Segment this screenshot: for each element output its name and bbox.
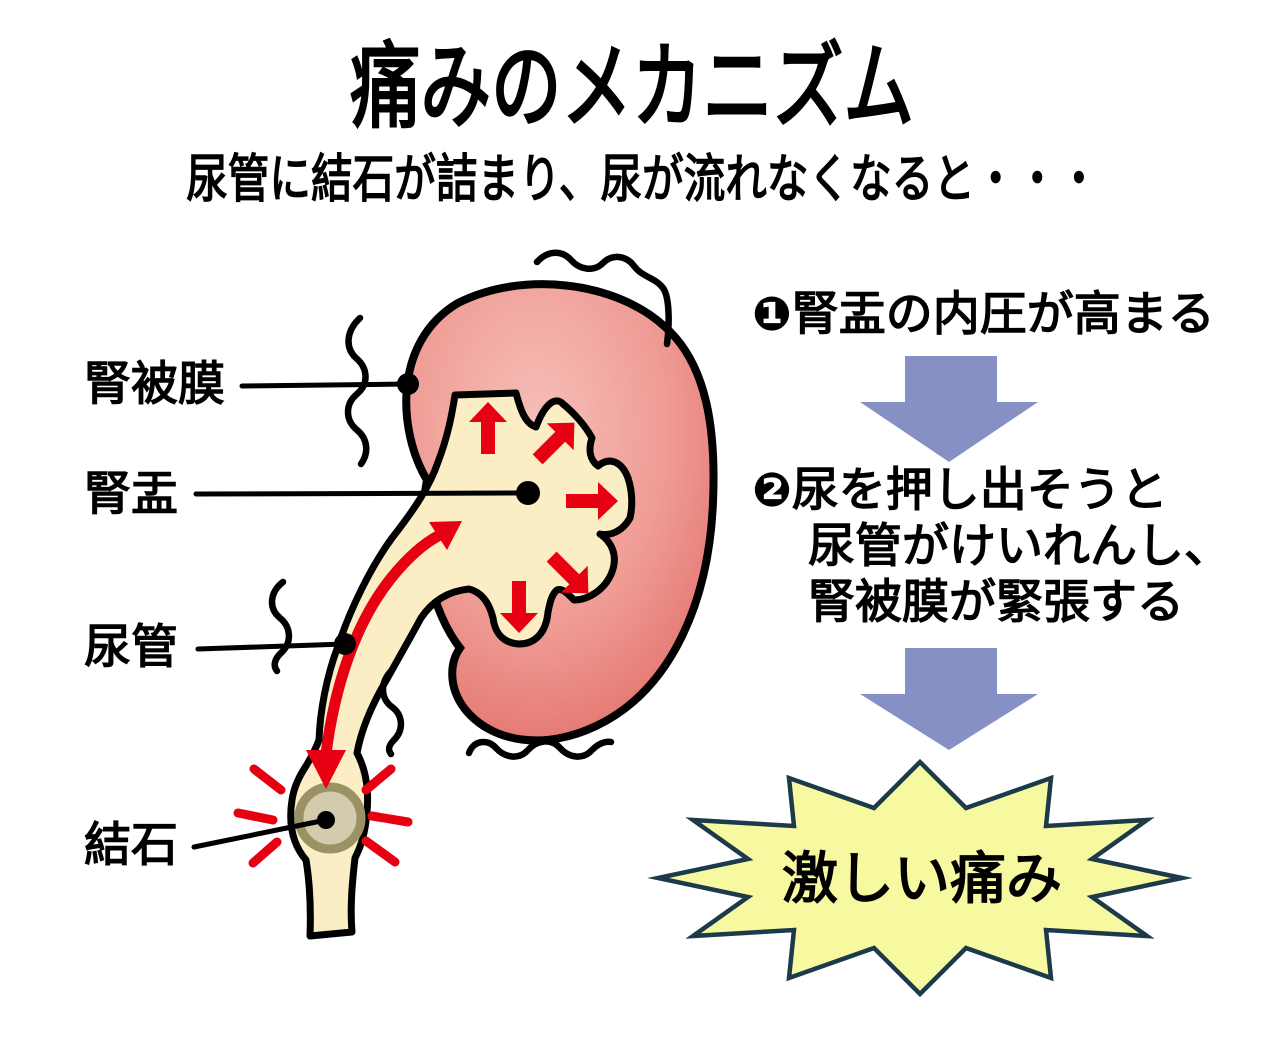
flow-arrow-2	[860, 648, 1038, 750]
label-ureter: 尿管	[84, 620, 178, 673]
pain-flash-dashes	[233, 764, 413, 868]
squiggle-top-right	[533, 249, 672, 348]
leader-dot-stone	[317, 811, 335, 829]
leader-stone	[191, 817, 329, 850]
step-2-line-3: 腎被膜が緊張する	[808, 575, 1184, 628]
page-title-text: 痛みのメカニズム	[350, 34, 915, 139]
leader-dot-renal-pelvis	[516, 481, 540, 505]
step-2-line-1: ❷尿を押し出そうと	[752, 463, 1168, 516]
vibration-squiggles	[268, 249, 672, 760]
squiggle-below-kidney	[465, 738, 615, 760]
step-2-line-2: 尿管がけいれんし、	[808, 519, 1231, 572]
label-renal-capsule: 腎被膜	[84, 357, 225, 410]
leader-lines	[191, 373, 540, 850]
leader-dot-ureter	[334, 633, 356, 655]
pain-starburst	[647, 758, 1193, 998]
squiggle-left-of-ureter	[268, 578, 293, 675]
page-subtitle-text: 尿管に結石が詰まり、尿が流れなくなると・・・	[185, 151, 1100, 209]
squiggle-right-of-ureter	[379, 666, 405, 758]
page-subtitle: 尿管に結石が詰まり、尿が流れなくなると・・・	[5, 151, 1280, 209]
severe-pain-label: 激しい痛み	[782, 847, 1062, 910]
label-stone: 結石	[84, 818, 178, 871]
step-2-text: ❷尿を押し出そうと 尿管がけいれんし、 腎被膜が緊張する	[752, 462, 1231, 630]
page-title: 痛みのメカニズム	[0, 40, 1280, 134]
leader-renal-pelvis	[193, 490, 531, 497]
step-1-text: ❶腎盂の内圧が高まる	[752, 287, 1215, 340]
squiggle-left-of-kidney	[344, 314, 370, 468]
label-renal-pelvis: 腎盂	[84, 467, 178, 520]
leader-ureter	[195, 641, 348, 652]
leader-renal-capsule	[239, 381, 411, 389]
renal-pelvis-ureter-shape	[287, 389, 636, 940]
flow-arrow-1	[860, 356, 1038, 462]
leader-dot-renal-capsule	[397, 373, 419, 395]
spasm-arrow	[306, 521, 462, 789]
